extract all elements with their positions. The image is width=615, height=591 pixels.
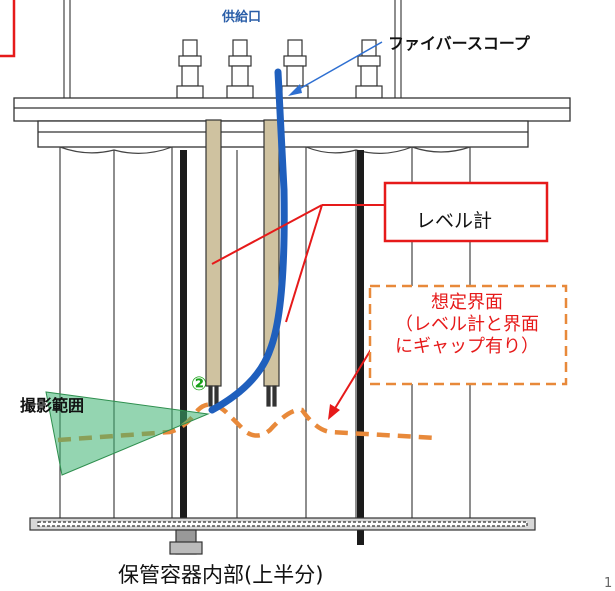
title-box-corner [0, 0, 16, 58]
assumed-interface-line-2: （レベル計と界面 [395, 313, 539, 335]
level-gauge-leaders [211, 204, 386, 323]
imaging-range-cone [45, 391, 210, 476]
support-rods [180, 150, 364, 545]
assumed-interface-line-1: 想定界面 [431, 292, 503, 313]
fiberscope-label: ファイバースコープ [388, 34, 530, 53]
assumed-interface-label: 想定界面 （レベル計と界面 にギャップ有り） [364, 292, 570, 358]
bottom-plate [29, 517, 536, 555]
level-gauge-label-box [383, 181, 549, 243]
fiberscope-arrow [288, 41, 383, 96]
circled-number-label: ② [191, 373, 208, 395]
assumed-interface-line [57, 402, 438, 443]
supply-nozzles [176, 39, 383, 121]
imaging-range-label: 撮影範囲 [20, 396, 85, 415]
fiberscope-cable [208, 68, 288, 414]
page-number: 1 [604, 576, 613, 591]
lid-flange [13, 97, 571, 148]
upper-vertical-lines [63, 0, 402, 98]
diagram-caption: 保管容器内部(上半分) [118, 563, 324, 587]
supply-port-label: 供給口 [222, 10, 262, 25]
assumed-interface-line-3: にギャップ有り） [395, 335, 539, 357]
assumed-interface-box [368, 284, 568, 386]
level-gauge-label: レベル計 [416, 210, 493, 232]
